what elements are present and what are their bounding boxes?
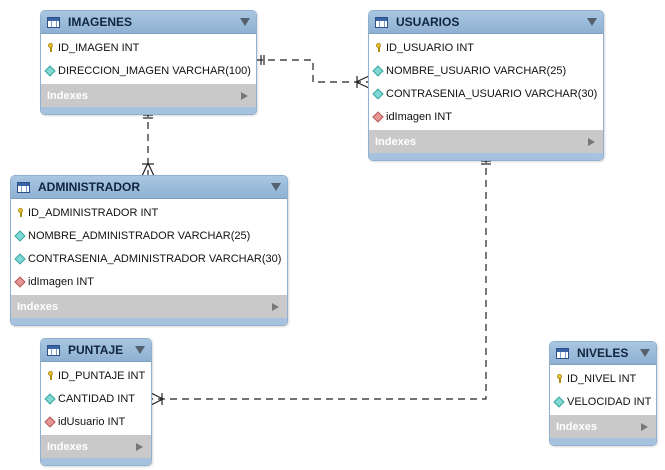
column-label: ID_USUARIO INT <box>386 41 475 54</box>
column-icon <box>553 395 565 408</box>
primary-key-icon <box>45 43 55 52</box>
collapse-arrow-icon[interactable] <box>240 18 250 26</box>
expand-arrow-icon[interactable] <box>136 442 143 451</box>
foreign-key-icon <box>372 110 384 123</box>
table-puntaje[interactable]: PUNTAJE ID_PUNTAJE INT CANTIDAD INT idUs… <box>40 338 152 466</box>
column-label: idUsuario INT <box>58 415 126 428</box>
column-icon <box>14 229 26 242</box>
column-icon <box>14 252 26 265</box>
foreign-key-icon <box>14 275 26 288</box>
primary-key-icon <box>373 43 383 52</box>
indexes-section[interactable]: Indexes <box>41 435 151 458</box>
table-footer <box>41 458 151 465</box>
column-row[interactable]: ID_USUARIO INT <box>369 36 603 59</box>
column-icon <box>44 64 56 77</box>
expand-arrow-icon[interactable] <box>588 137 595 146</box>
table-niveles[interactable]: NIVELES ID_NIVEL INT VELOCIDAD INT Index… <box>549 341 657 446</box>
indexes-label: Indexes <box>556 420 597 433</box>
table-header[interactable]: IMAGENES <box>41 11 256 34</box>
column-icon <box>372 64 384 77</box>
table-title: PUNTAJE <box>68 343 124 357</box>
table-header[interactable]: ADMINISTRADOR <box>11 176 287 199</box>
column-row[interactable]: NOMBRE_ADMINISTRADOR VARCHAR(25) <box>11 224 287 247</box>
table-footer <box>550 438 656 445</box>
expand-arrow-icon[interactable] <box>641 422 648 431</box>
column-row[interactable]: CONTRASENIA_ADMINISTRADOR VARCHAR(30) <box>11 247 287 270</box>
indexes-section[interactable]: Indexes <box>550 415 656 438</box>
column-label: CANTIDAD INT <box>58 392 135 405</box>
indexes-label: Indexes <box>17 300 58 313</box>
table-icon <box>47 16 60 28</box>
one-marker <box>481 160 491 165</box>
column-icon <box>44 392 56 405</box>
column-row[interactable]: ID_PUNTAJE INT <box>41 364 151 387</box>
primary-key-icon <box>554 374 564 383</box>
table-title: ADMINISTRADOR <box>38 180 140 194</box>
column-row[interactable]: idImagen INT <box>369 105 603 128</box>
collapse-arrow-icon[interactable] <box>271 183 281 191</box>
column-row[interactable]: ID_ADMINISTRADOR INT <box>11 201 287 224</box>
many-marker <box>355 75 370 89</box>
expand-arrow-icon[interactable] <box>241 91 248 100</box>
column-icon <box>372 87 384 100</box>
column-label: DIRECCION_IMAGEN VARCHAR(100) <box>58 64 251 77</box>
table-icon <box>375 16 388 28</box>
table-title: USUARIOS <box>396 15 460 29</box>
one-marker <box>260 55 265 65</box>
column-label: ID_NIVEL INT <box>567 372 637 385</box>
column-row[interactable]: CONTRASENIA_USUARIO VARCHAR(30) <box>369 82 603 105</box>
column-label: VELOCIDAD INT <box>567 395 652 408</box>
column-row[interactable]: VELOCIDAD INT <box>550 390 656 413</box>
column-label: CONTRASENIA_ADMINISTRADOR VARCHAR(30) <box>28 252 282 265</box>
one-marker <box>143 114 153 119</box>
table-footer <box>11 318 287 325</box>
many-marker <box>141 162 155 177</box>
table-title: IMAGENES <box>68 15 133 29</box>
relationship-imagenes-usuarios <box>256 59 369 83</box>
column-row[interactable]: DIRECCION_IMAGEN VARCHAR(100) <box>41 59 256 82</box>
column-label: ID_IMAGEN INT <box>58 41 140 54</box>
table-imagenes[interactable]: IMAGENES ID_IMAGEN INT DIRECCION_IMAGEN … <box>40 10 257 115</box>
table-icon <box>17 181 30 193</box>
column-row[interactable]: ID_IMAGEN INT <box>41 36 256 59</box>
collapse-arrow-icon[interactable] <box>587 18 597 26</box>
column-label: ID_ADMINISTRADOR INT <box>28 206 159 219</box>
table-footer <box>369 153 603 160</box>
table-header[interactable]: NIVELES <box>550 342 656 365</box>
column-row[interactable]: ID_NIVEL INT <box>550 367 656 390</box>
column-row[interactable]: idImagen INT <box>11 270 287 293</box>
indexes-section[interactable]: Indexes <box>11 295 287 318</box>
table-title: NIVELES <box>577 346 629 360</box>
column-label: NOMBRE_USUARIO VARCHAR(25) <box>386 64 567 77</box>
indexes-label: Indexes <box>47 440 88 453</box>
primary-key-icon <box>45 371 55 380</box>
column-row[interactable]: idUsuario INT <box>41 410 151 433</box>
column-row[interactable]: NOMBRE_USUARIO VARCHAR(25) <box>369 59 603 82</box>
table-administrador[interactable]: ADMINISTRADOR ID_ADMINISTRADOR INT NOMBR… <box>10 175 288 326</box>
relationship-usuarios-puntaje <box>151 156 487 400</box>
table-icon <box>556 347 569 359</box>
table-header[interactable]: USUARIOS <box>369 11 603 34</box>
table-usuarios[interactable]: USUARIOS ID_USUARIO INT NOMBRE_USUARIO V… <box>368 10 604 161</box>
primary-key-icon <box>15 208 25 217</box>
column-label: CONTRASENIA_USUARIO VARCHAR(30) <box>386 87 598 100</box>
foreign-key-icon <box>44 415 56 428</box>
column-label: idImagen INT <box>386 110 453 123</box>
table-header[interactable]: PUNTAJE <box>41 339 151 362</box>
table-icon <box>47 344 60 356</box>
column-label: NOMBRE_ADMINISTRADOR VARCHAR(25) <box>28 229 251 242</box>
indexes-label: Indexes <box>375 135 416 148</box>
column-row[interactable]: CANTIDAD INT <box>41 387 151 410</box>
expand-arrow-icon[interactable] <box>272 302 279 311</box>
collapse-arrow-icon[interactable] <box>640 349 650 357</box>
column-label: ID_PUNTAJE INT <box>58 369 146 382</box>
indexes-section[interactable]: Indexes <box>41 84 256 107</box>
indexes-label: Indexes <box>47 89 88 102</box>
column-label: idImagen INT <box>28 275 95 288</box>
indexes-section[interactable]: Indexes <box>369 130 603 153</box>
table-footer <box>41 107 256 114</box>
collapse-arrow-icon[interactable] <box>135 346 145 354</box>
many-marker <box>150 392 164 406</box>
